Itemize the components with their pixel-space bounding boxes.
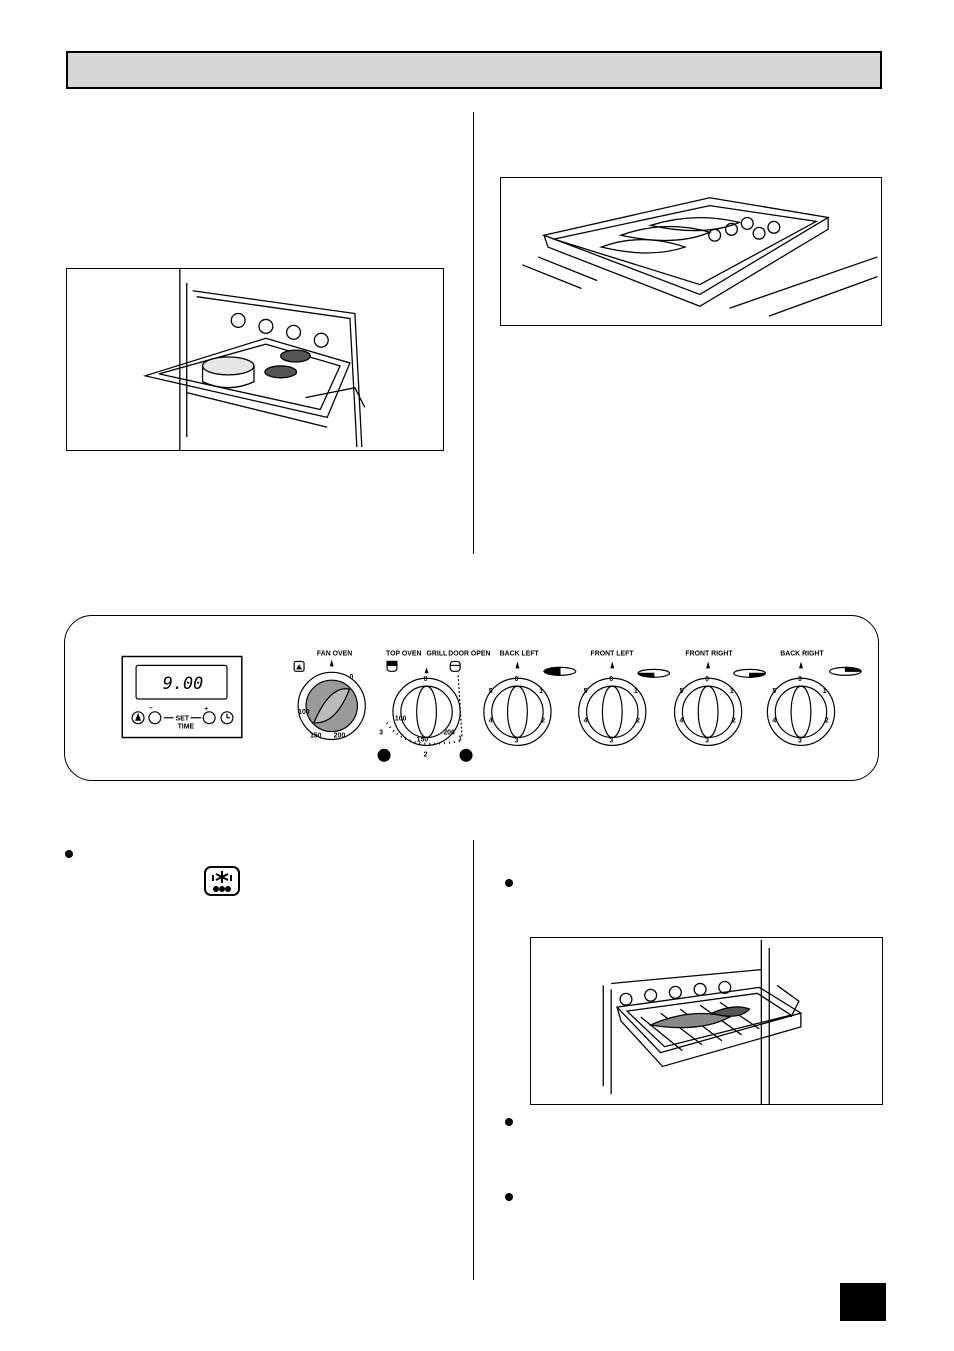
minus-symbol: – — [149, 705, 153, 712]
set-label: SET — [176, 716, 190, 723]
bullet-point — [65, 850, 73, 858]
hob-dial-back-right: BACK RIGHT 0 1 2 3 4 5 — [766, 651, 862, 747]
minus-button[interactable] — [148, 711, 162, 725]
column-divider-bottom — [473, 840, 474, 1280]
plus-button[interactable] — [202, 711, 216, 725]
hob-dial-back-left: BACK LEFT 0 1 2 3 4 5 — [483, 651, 577, 747]
hob-label-front-left: FRONT LEFT — [591, 651, 635, 658]
fan-oven-mark-100: 100 — [298, 709, 310, 716]
grill-label: GRILL — [427, 651, 448, 658]
hob-label-back-right: BACK RIGHT — [780, 651, 824, 658]
grill-mark-2: 2 — [424, 751, 428, 758]
hob-mark: 3 — [609, 737, 613, 744]
clock-time: 9.00 — [163, 673, 203, 693]
neon-indicator-right — [459, 748, 473, 762]
hob-mark: 2 — [825, 718, 829, 725]
bullet-point — [505, 1193, 513, 1201]
top-oven-mark-200: 200 — [443, 730, 455, 737]
hob-mark: 4 — [489, 718, 493, 725]
fan-oven-dial-ring — [297, 671, 366, 741]
grill-mark-3: 3 — [379, 730, 383, 737]
fan-oven-mark-200: 200 — [334, 733, 346, 740]
hob-mark: 0 — [609, 676, 613, 683]
hob-mark: 3 — [705, 737, 709, 744]
fan-oven-mark-150: 150 — [310, 733, 322, 740]
hob-dial-front-left: FRONT LEFT 0 1 2 3 4 5 — [578, 651, 671, 747]
hob-mark: 2 — [732, 718, 736, 725]
hob-mark: 5 — [584, 688, 588, 695]
hob-label-front-right: FRONT RIGHT — [685, 651, 733, 658]
hob-mark: 1 — [634, 688, 638, 695]
fan-oven-label: FAN OVEN — [317, 651, 352, 658]
hob-mark: 4 — [772, 718, 776, 725]
hob-position-icon — [637, 668, 671, 678]
hob-mark: 0 — [705, 676, 709, 683]
section-header-bar — [66, 51, 882, 89]
timer-unit: 9.00 – SET TIME + — [121, 655, 243, 739]
fan-oven-mark-0: 0 — [349, 674, 353, 681]
door-open-label: DOOR OPEN — [448, 651, 490, 658]
hob-label-back-left: BACK LEFT — [500, 651, 540, 658]
plus-symbol: + — [204, 706, 208, 713]
control-panel: 9.00 – SET TIME + FAN OVEN — [64, 615, 879, 781]
top-oven-mark-150: 150 — [417, 736, 429, 743]
hob-dial-front-right: FRONT RIGHT 0 1 2 3 4 5 — [673, 651, 767, 747]
page-number-box — [840, 1283, 886, 1321]
hob-mark: 5 — [772, 688, 776, 695]
grill-icon — [449, 660, 461, 672]
hob-dial-ring — [766, 677, 836, 747]
hob-mark: 3 — [514, 737, 518, 744]
grill-mark-1: 1 — [458, 735, 462, 742]
hob-mark: 4 — [584, 718, 588, 725]
hob-mark: 0 — [514, 676, 518, 683]
hob-mark: 2 — [541, 718, 545, 725]
clock-icon[interactable] — [220, 711, 234, 725]
hob-position-icon — [542, 666, 577, 676]
grill-pan-illustration — [500, 177, 882, 326]
fan-oven-control: FAN OVEN 0 200 150 100 — [293, 651, 366, 741]
column-divider-top — [473, 112, 474, 554]
hob-dial-knob[interactable] — [491, 685, 544, 739]
fan-icon — [293, 660, 305, 672]
hob-dial-ring — [578, 677, 647, 747]
hob-mark: 1 — [823, 688, 827, 695]
hob-mark: 0 — [798, 676, 802, 683]
hob-mark: 4 — [679, 718, 683, 725]
top-oven-mark-0: 0 — [424, 676, 428, 683]
hob-mark: 1 — [730, 688, 734, 695]
hob-mark: 5 — [679, 688, 683, 695]
defrost-icon — [203, 865, 241, 897]
top-oven-grill-control: TOP OVEN GRILL DOOR OPEN 0 100 150 200 3… — [377, 651, 491, 762]
neon-indicator-left — [377, 748, 391, 762]
hob-position-icon — [733, 668, 767, 678]
hob-dial-knob[interactable] — [586, 685, 639, 739]
time-label: TIME — [178, 724, 195, 731]
hob-mark: 2 — [636, 718, 640, 725]
bullet-point — [505, 1118, 513, 1126]
hob-mark: 1 — [539, 688, 543, 695]
hob-position-icon — [829, 666, 862, 676]
grill-pan-in-oven-illustration — [530, 937, 883, 1105]
hob-mark: 3 — [798, 737, 802, 744]
clock-display — [135, 664, 228, 700]
hob-dial-ring — [483, 677, 552, 747]
hob-dial-knob[interactable] — [774, 685, 828, 739]
oven-shelf-illustration — [66, 268, 444, 451]
top-oven-label: TOP OVEN — [386, 651, 421, 658]
bell-icon[interactable] — [131, 711, 145, 725]
top-oven-icon — [386, 660, 398, 672]
hob-dial-knob[interactable] — [681, 685, 735, 739]
bullet-point — [505, 879, 513, 887]
top-oven-mark-100: 100 — [395, 716, 407, 723]
hob-mark: 5 — [489, 688, 493, 695]
hob-dial-ring — [673, 677, 743, 747]
